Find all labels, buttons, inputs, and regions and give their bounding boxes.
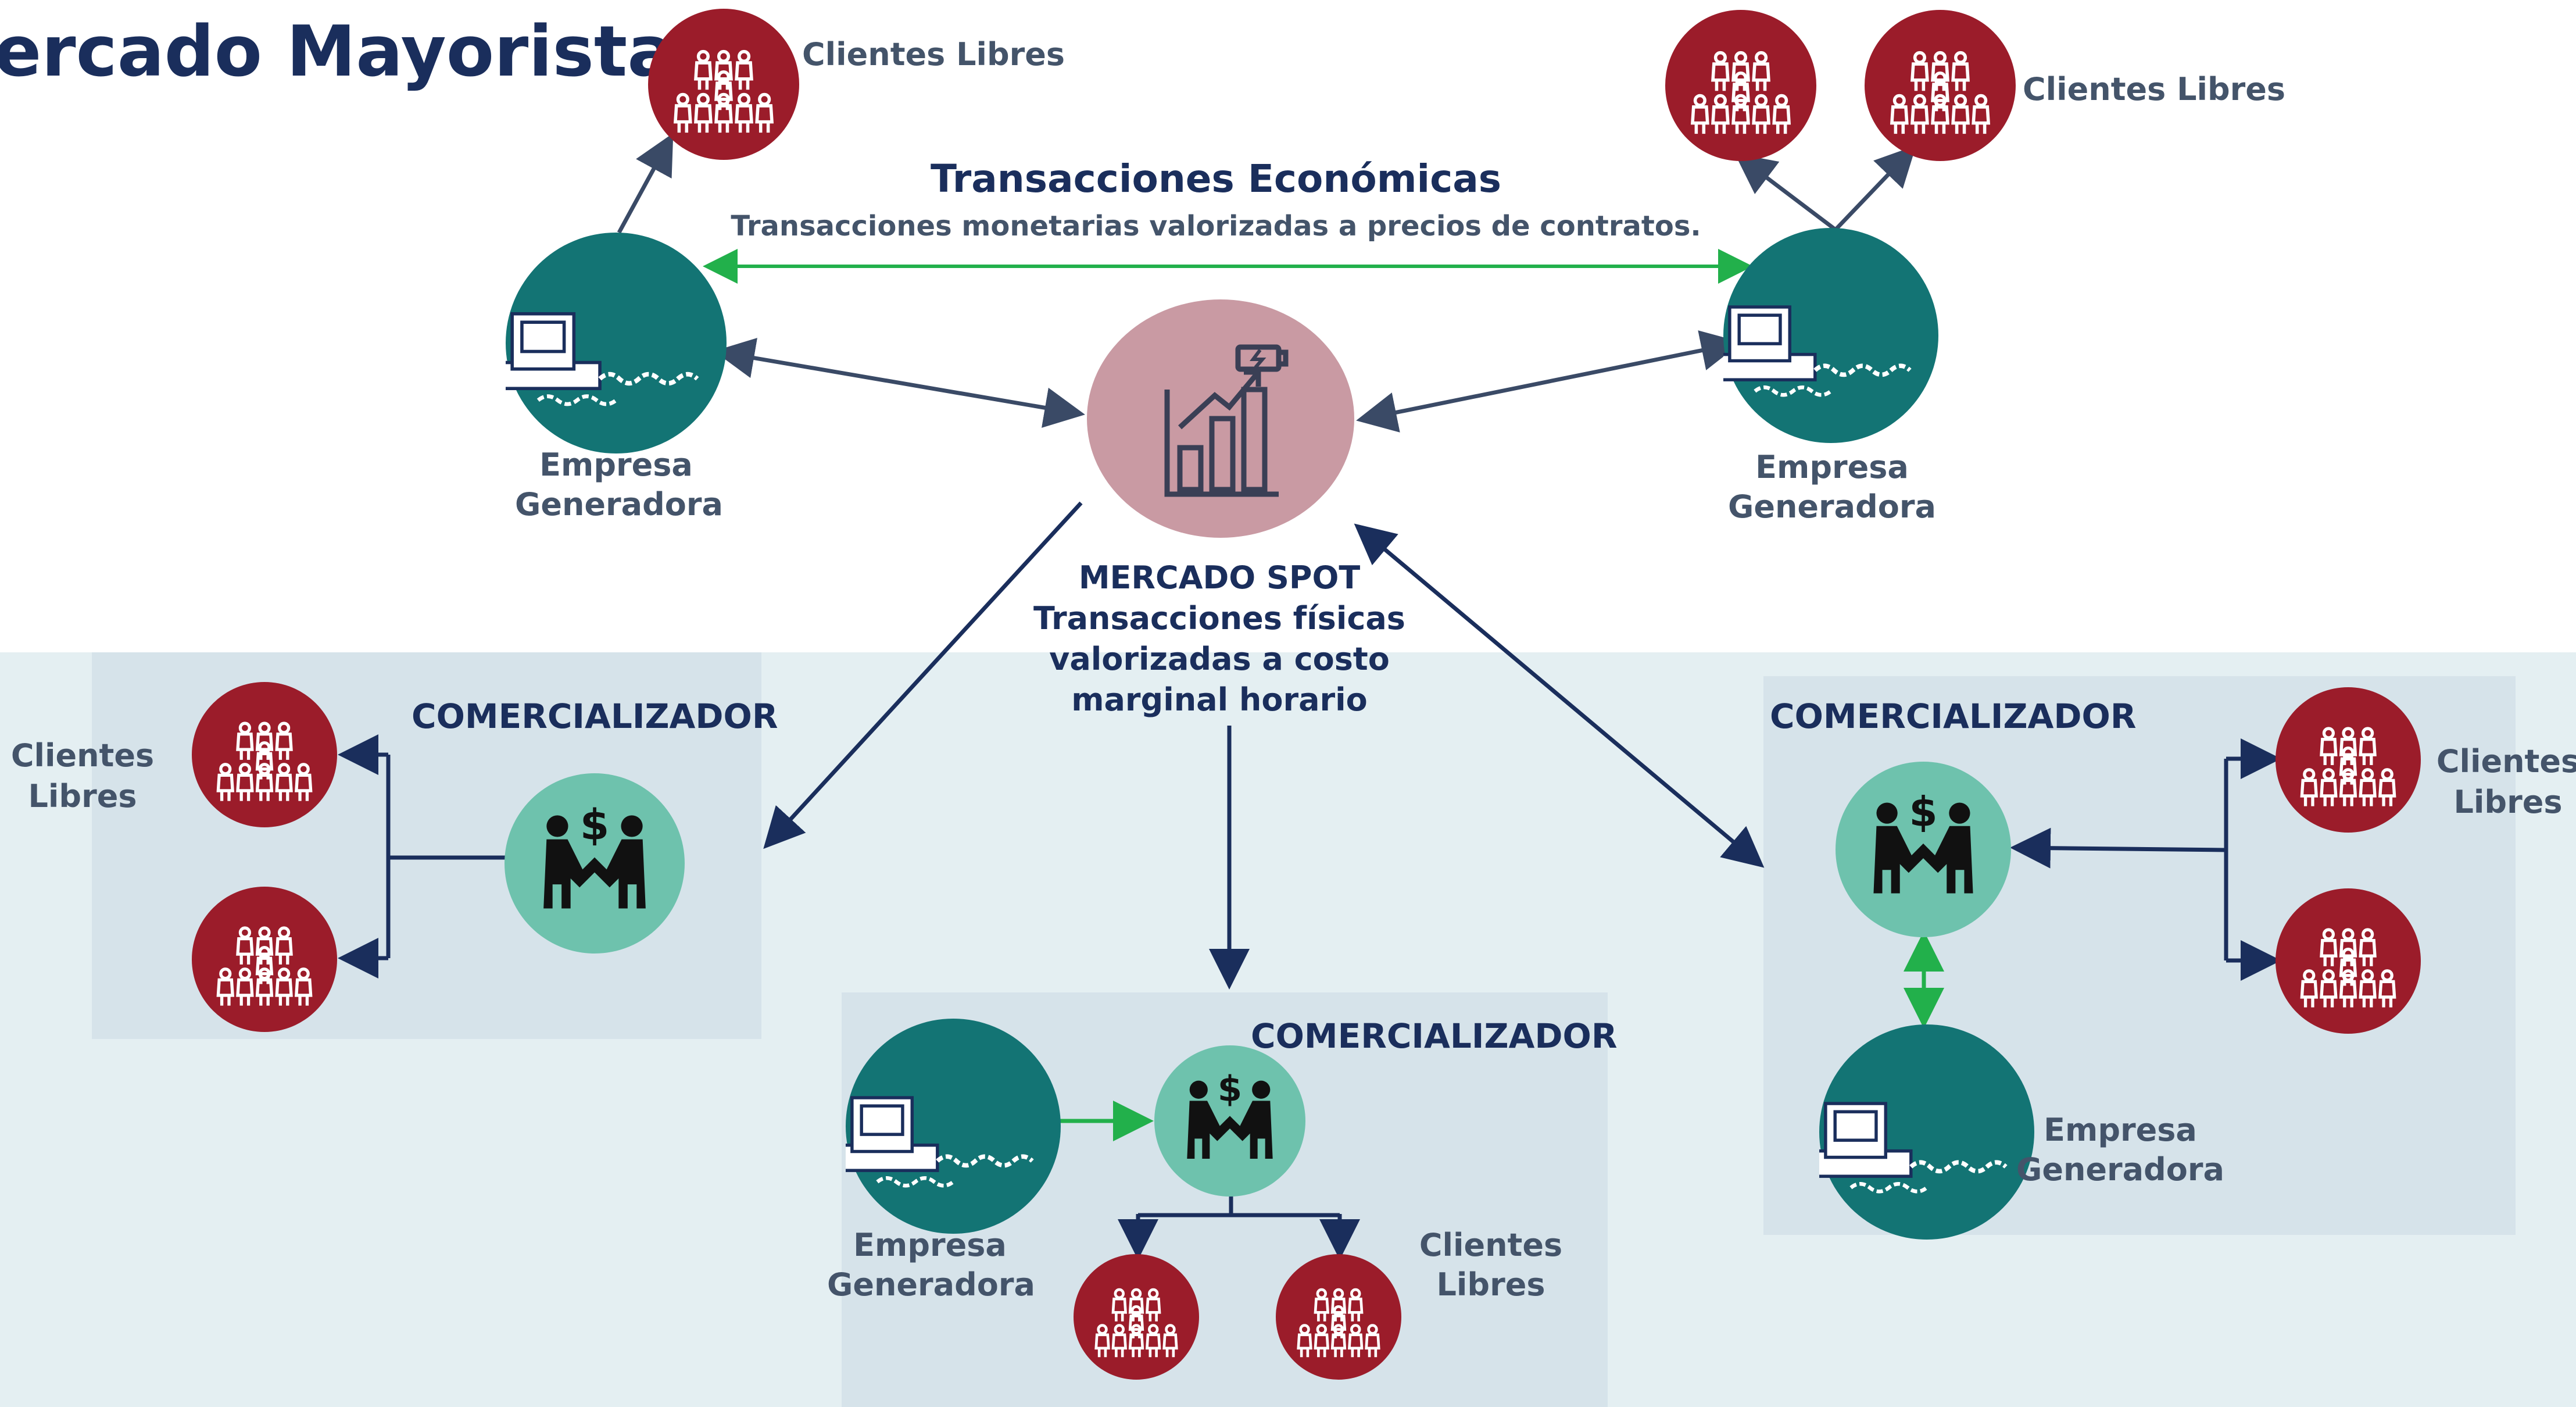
client-group-right-1	[2276, 687, 2421, 833]
label-clientes-center: Clientes	[1419, 1227, 1562, 1263]
arrow-right-clients-to-trader	[2010, 827, 2227, 869]
label-spot-line3: valorizadas a costo	[1049, 641, 1390, 677]
arrow-gen-right-to-clients-2	[1834, 145, 1916, 231]
arrow-gen-left-market	[714, 338, 1085, 428]
label-clientes-left: Clientes	[11, 737, 154, 774]
transactions-heading: Transacciones Económicas	[931, 156, 1501, 201]
label-comercializador-right: COMERCIALIZADOR	[1770, 697, 2137, 736]
label-generadora-bottom-right: Generadora	[2016, 1151, 2224, 1188]
label-generadora-center: Generadora	[827, 1266, 1035, 1303]
label-libres-center: Libres	[1437, 1266, 1545, 1303]
market-chart-icon	[1164, 344, 1289, 497]
arrow-gen-left-to-clients	[617, 133, 674, 234]
client-group-left-2	[192, 887, 337, 1032]
label-generadora-left: Generadora	[515, 486, 723, 523]
generator-icon-left	[489, 233, 727, 453]
label-clientes-libres-top-left: Clientes Libres	[802, 36, 1065, 73]
client-group-left-1	[192, 682, 337, 827]
handshake-money-icon-center	[1154, 1045, 1305, 1197]
label-empresa-center: Empresa	[853, 1227, 1007, 1263]
handshake-money-icon-right	[1836, 762, 2011, 937]
generator-icon-right	[1708, 228, 1938, 443]
arrow-gen-right-to-clients-1	[1734, 153, 1837, 231]
label-generadora-right: Generadora	[1728, 488, 1936, 525]
arrow-market-to-left	[763, 501, 1083, 849]
label-clientes-right: Clientes	[2437, 743, 2576, 780]
handshake-money-icon-left	[505, 773, 685, 954]
label-comercializador-left: COMERCIALIZADOR	[412, 697, 778, 736]
client-group-top-right-2	[1865, 10, 2016, 161]
label-mercado-spot: MERCADO SPOT	[1079, 559, 1361, 596]
label-libres-left: Libres	[28, 778, 137, 815]
label-spot-line2: Transacciones físicas	[1033, 600, 1405, 637]
label-empresa-bottom-right: Empresa	[2044, 1112, 2197, 1148]
client-group-right-2	[2276, 888, 2421, 1034]
label-spot-line4: marginal horario	[1071, 681, 1368, 718]
label-empresa-left: Empresa	[539, 447, 693, 483]
label-comercializador-center: COMERCIALIZADOR	[1251, 1016, 1618, 1056]
client-group-top-left	[648, 9, 799, 160]
page-title: ercado Mayorista	[0, 12, 674, 92]
client-group-center-2	[1276, 1254, 1401, 1380]
client-group-top-right-1	[1665, 10, 1816, 161]
label-clientes-libres-top-right: Clientes Libres	[2023, 71, 2285, 108]
market-node	[1087, 299, 1354, 538]
label-libres-right: Libres	[2454, 784, 2563, 820]
client-group-center-1	[1074, 1254, 1199, 1380]
arrow-gen-right-market	[1356, 330, 1742, 433]
label-empresa-right: Empresa	[1755, 449, 1909, 485]
arrow-market-to-right	[1354, 523, 1765, 868]
transactions-subheading: Transacciones monetarias valorizadas a p…	[731, 210, 1701, 242]
